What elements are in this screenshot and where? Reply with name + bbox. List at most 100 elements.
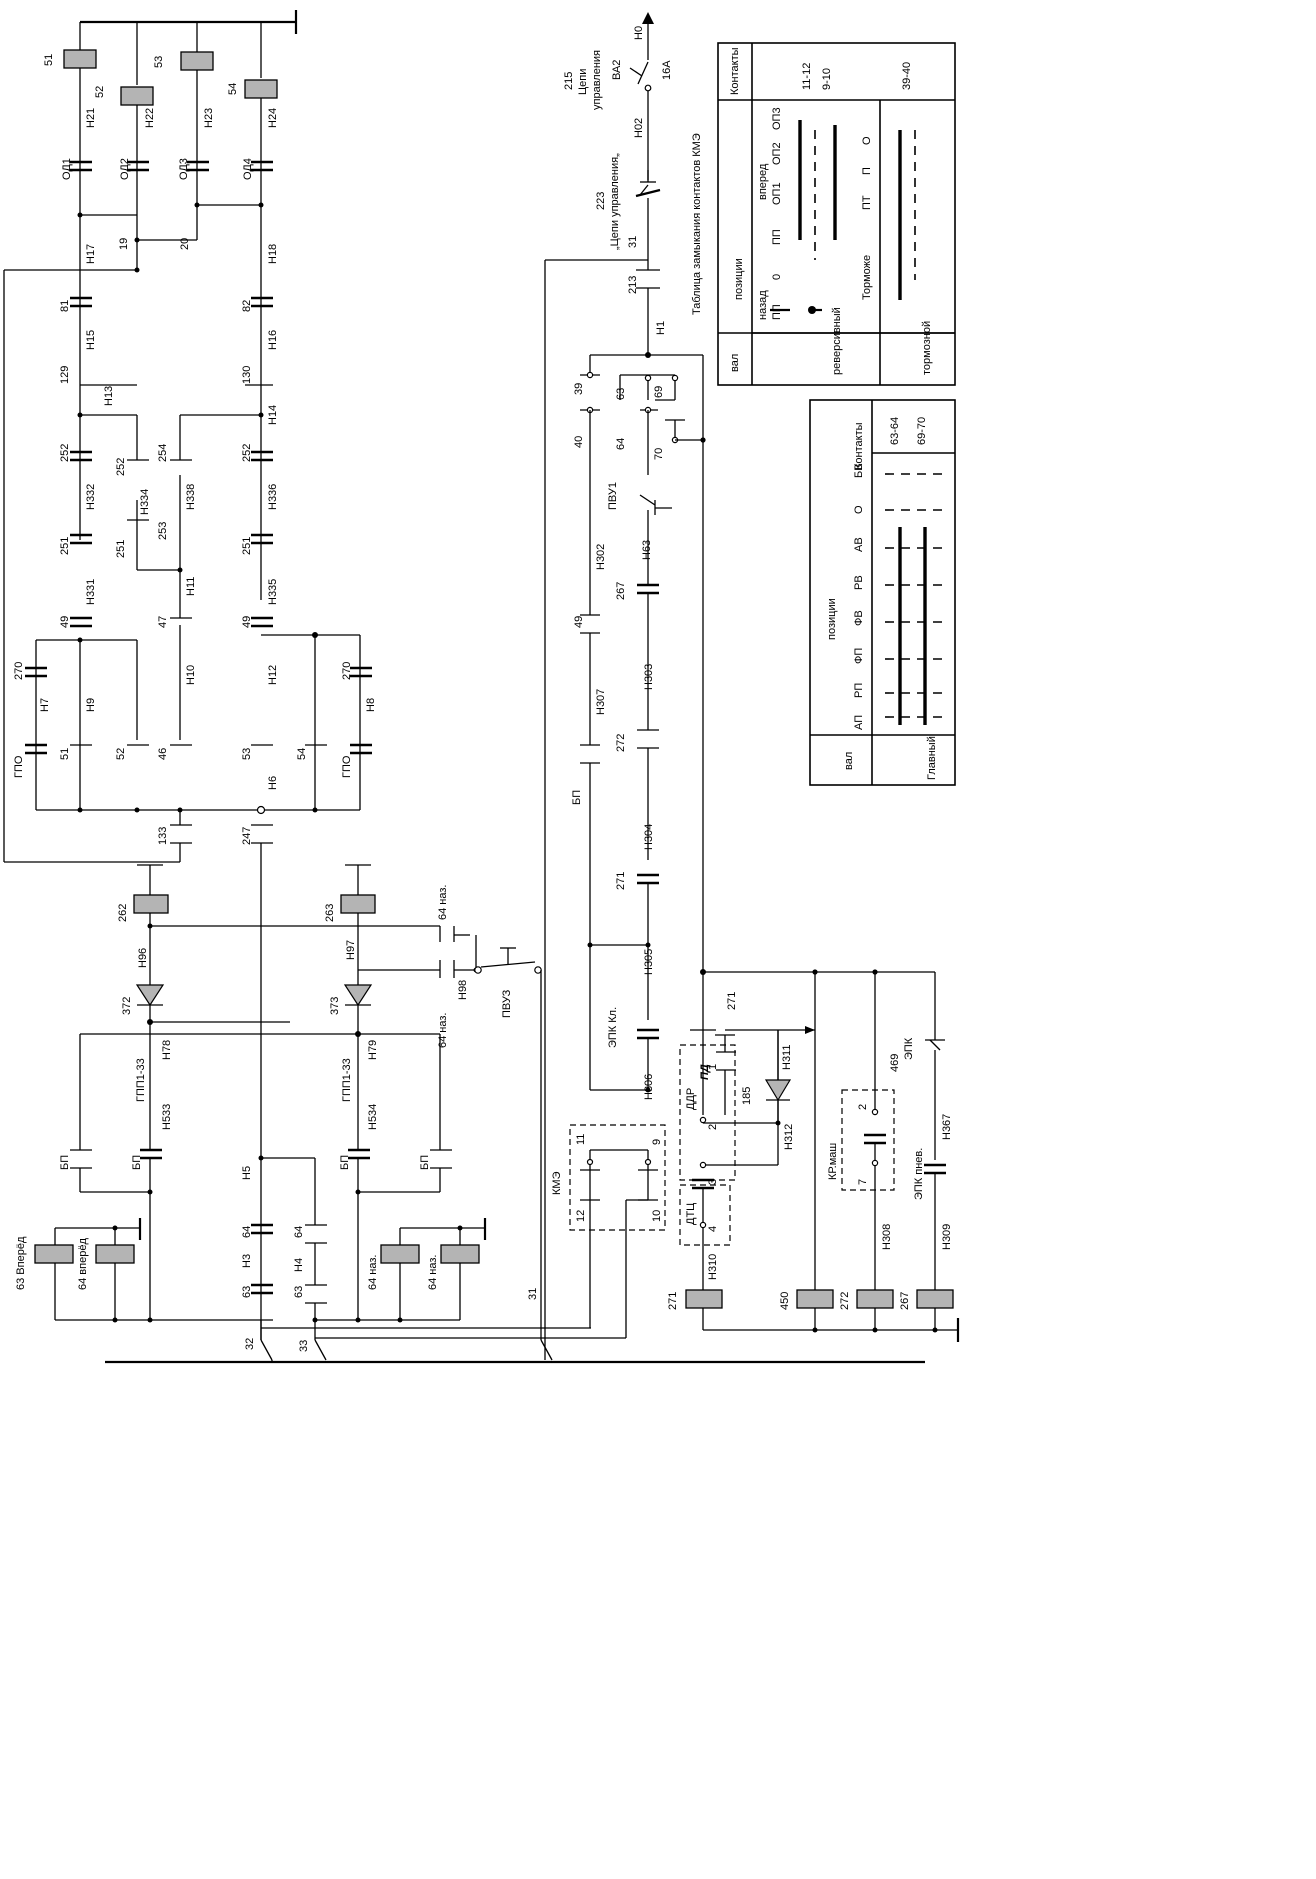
lbl-16a: 16А <box>661 60 673 80</box>
lbl-4: 4 <box>707 1226 719 1232</box>
lbl-n332: Н332 <box>85 484 97 510</box>
lbl-2b: 2 <box>857 1104 869 1110</box>
lbl-70: 70 <box>653 448 665 460</box>
lbl-gpo2: ГПО <box>341 755 353 778</box>
lbl-52b: 52 <box>115 748 127 760</box>
lbl-n24: Н24 <box>267 108 279 128</box>
lbl-39: 39 <box>573 383 585 395</box>
lbl-n304: Н304 <box>643 824 655 850</box>
kme-pos-5: ОП3 <box>771 107 783 130</box>
coil-263 <box>340 894 376 914</box>
lbl-252b: 252 <box>115 458 127 476</box>
main-pos-4: РВ <box>853 575 865 590</box>
reverser-contacts <box>150 1155 358 1340</box>
diode-185 <box>764 1079 792 1102</box>
coil-64-vpered <box>95 1244 135 1264</box>
lbl-n23: Н23 <box>203 108 215 128</box>
contacts-251-row <box>70 475 273 573</box>
lbl-n10: Н10 <box>185 665 197 685</box>
main-pos-0: АП <box>853 715 865 730</box>
lbl-7: 7 <box>857 1179 869 1185</box>
lbl-tsepi1: Цепи <box>577 69 589 95</box>
main-contact-0: 63-64 <box>889 417 901 445</box>
lbl-bp3: БП <box>339 1155 351 1170</box>
lbl-40: 40 <box>573 436 585 448</box>
lbl-64c: 64 <box>615 438 627 450</box>
lbl-ddr: ДДР <box>685 1088 697 1110</box>
kme-pos-4: ОП2 <box>771 142 783 165</box>
lbl-n312: Н312 <box>783 1124 795 1150</box>
lbl-63vpered: 63 Вперёд <box>15 1236 27 1290</box>
lbl-3: 3 <box>707 1179 719 1185</box>
lbl-epkkl: ЭПК Кл. <box>607 1007 619 1048</box>
main-h-contacts: Контакты <box>853 422 865 470</box>
lbl-n8: Н8 <box>365 698 377 712</box>
lbl-n5: Н5 <box>241 1166 253 1180</box>
lbl-247: 247 <box>241 827 253 845</box>
lbl-n367: Н367 <box>941 1114 953 1140</box>
pvu1-switch <box>637 494 672 615</box>
lbl-10: 10 <box>651 1210 663 1222</box>
lbl-krmash: КР.маш <box>827 1143 839 1180</box>
lbl-pvuz: ПВУЗ <box>501 989 513 1018</box>
lbl-81: 81 <box>59 300 71 312</box>
lbl-n6: Н6 <box>267 776 279 790</box>
lbl-51b: 51 <box>59 748 71 760</box>
lbl-54b: 54 <box>296 748 308 760</box>
coil-267 <box>916 1289 954 1309</box>
lbl-223: 223 <box>595 192 607 210</box>
lbl-32: 32 <box>244 1338 256 1350</box>
lbl-373: 373 <box>329 997 341 1015</box>
lbl-133: 133 <box>157 827 169 845</box>
lbl-bp1: БП <box>59 1155 71 1170</box>
lbl-2: 2 <box>707 1124 719 1130</box>
lbl-19: 19 <box>118 238 130 250</box>
lbl-64naz1: 64 наз. <box>437 885 449 920</box>
kme-pos-3: ОП1 <box>771 182 783 205</box>
lbl-od2: ОД2 <box>119 158 131 180</box>
lbl-n302: Н302 <box>595 544 607 570</box>
lbl-185: 185 <box>741 1087 753 1105</box>
lbl-33: 33 <box>298 1340 310 1352</box>
lbl-252a: 252 <box>59 444 71 462</box>
lbl-n79: Н79 <box>367 1040 379 1060</box>
lbl-od4: ОД4 <box>242 158 254 180</box>
lbl-tsepi2: „Цепи управления„ <box>609 153 621 250</box>
lbl-54: 54 <box>227 83 239 95</box>
kme-brake-0: Торможе <box>861 255 873 300</box>
kme-pos-1: 0 <box>771 274 783 280</box>
coil-450 <box>796 1289 834 1309</box>
lbl-n334: Н334 <box>139 489 151 515</box>
gpp-section <box>70 1019 452 1320</box>
lbl-n335: Н335 <box>267 579 279 605</box>
contacts-49-row <box>70 570 273 740</box>
lbl-270b: 270 <box>341 662 353 680</box>
contacts-133-247 <box>3 240 273 1340</box>
coil-271 <box>685 1289 723 1309</box>
coil-52 <box>120 86 154 106</box>
kme-brake-2: П <box>861 167 873 175</box>
lbl-gpo1: ГПО <box>13 755 25 778</box>
lbl-11: 11 <box>575 1134 587 1145</box>
lbl-n97: Н97 <box>345 940 357 960</box>
coil-54 <box>244 79 278 99</box>
lbl-254: 254 <box>157 444 169 462</box>
lbl-n310: Н310 <box>707 1254 719 1280</box>
top-coil-group <box>63 10 298 600</box>
kme-h-val: вал <box>729 354 741 372</box>
lbl-bp2: БП <box>131 1155 143 1170</box>
main-pos-2: ФП <box>853 648 865 664</box>
lbl-213: 213 <box>627 276 639 294</box>
lbl-267: 267 <box>615 582 627 600</box>
lbl-n7: Н7 <box>39 698 51 712</box>
coil-64-naz-b <box>440 1244 480 1264</box>
lbl-12: 12 <box>575 1210 587 1222</box>
lbl-1: 1 <box>707 1064 719 1070</box>
lbl-n96: Н96 <box>137 948 149 968</box>
lbl-271b: 271 <box>726 992 738 1010</box>
lbl-272: 272 <box>615 734 627 752</box>
lbl-od3: ОД3 <box>178 158 190 180</box>
lbl-63a: 63 <box>241 1286 253 1298</box>
lbl-215: 215 <box>563 72 575 90</box>
lbl-251a: 251 <box>59 537 71 555</box>
